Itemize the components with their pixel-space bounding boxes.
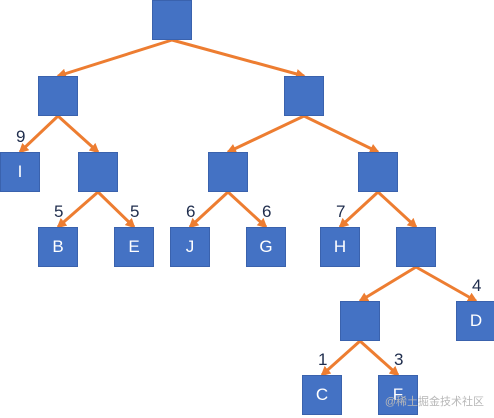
- edge-n5-to-G: [226, 190, 268, 229]
- weight-label-D: 4: [472, 276, 482, 295]
- edge-n4-to-B: [56, 190, 99, 229]
- leaf-node-F: F: [378, 375, 418, 415]
- leaf-node-G: G: [246, 227, 286, 267]
- weight-label-I: 9: [16, 127, 26, 146]
- edge-n13-to-C: [320, 339, 362, 377]
- internal-node: [358, 152, 398, 192]
- weight-label-J: 6: [186, 202, 196, 221]
- leaf-node-C: C: [302, 375, 342, 415]
- edge-n2-to-n5: [226, 114, 305, 154]
- leaf-node-J: J: [170, 227, 210, 267]
- leaf-node-H: H: [320, 227, 360, 267]
- edge-n12-to-n13: [358, 265, 417, 303]
- leaf-node-D: D: [456, 301, 494, 341]
- internal-node: [284, 76, 324, 116]
- internal-node: [208, 152, 248, 192]
- edge-n1-to-I: [18, 114, 60, 154]
- leaf-node-E: E: [114, 227, 154, 267]
- edge-n2-to-n6: [303, 114, 380, 154]
- weight-label-E: 5: [130, 202, 140, 221]
- leaf-node-B: B: [38, 227, 78, 267]
- internal-node: [38, 76, 78, 116]
- edge-n13-to-F: [358, 339, 400, 377]
- edge-n6-to-H: [338, 190, 380, 229]
- weight-label-B: 5: [54, 202, 64, 221]
- edge-n5-to-J: [188, 190, 230, 229]
- weight-label-C: 1: [318, 350, 328, 369]
- edge-n0-to-n2: [171, 38, 306, 79]
- internal-node: [340, 301, 380, 341]
- internal-node: [78, 152, 118, 192]
- internal-node: [396, 227, 436, 267]
- edge-n4-to-E: [96, 190, 136, 229]
- edge-n0-to-n1: [56, 38, 173, 79]
- leaf-node-I: I: [0, 152, 40, 192]
- watermark-text: @稀土掘金技术社区: [384, 396, 484, 408]
- internal-node: [152, 0, 192, 40]
- weight-label-F: 3: [394, 350, 404, 369]
- weight-label-G: 6: [262, 202, 272, 221]
- edge-n1-to-n4: [56, 114, 100, 154]
- weight-label-H: 7: [336, 202, 346, 221]
- edge-n12-to-D: [415, 265, 478, 303]
- edge-n6-to-n12: [376, 190, 418, 229]
